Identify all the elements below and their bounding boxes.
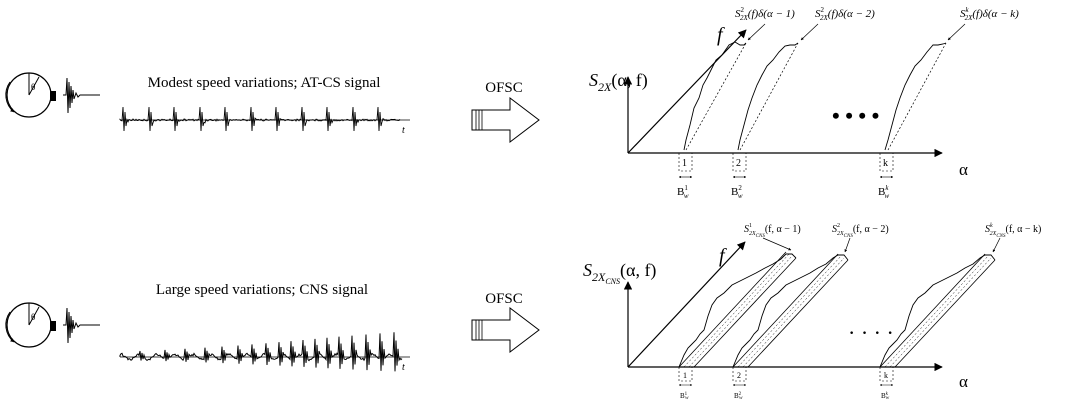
svg-text:1: 1 [682,158,687,169]
svg-text:2: 2 [736,158,741,169]
machine-icon-top: θ [5,72,56,118]
svg-text:k: k [883,158,888,169]
alpha-axis-label-bottom: α [959,372,968,391]
spectral-slice-k-top [884,42,947,151]
frequency-axis-top [627,29,747,154]
ellipsis-bottom: · · · · [848,320,894,345]
ofsc-arrow-top [471,96,540,144]
smeared-slice-1-bottom [678,251,797,368]
frequency-axis-bottom [627,241,746,368]
cns-signal-waveform [119,332,403,372]
y-axis-label-top: S2X(α, f) [589,70,648,94]
impulse-response-top [63,77,100,114]
top-row: θ Modest speed variations; AT-CS signal … [5,6,1019,200]
svg-text:1: 1 [683,371,687,380]
theta-symbol: θ [31,312,35,322]
y-axis-label-bottom: S2XCNS(α, f) [583,260,656,286]
top-signal-label: Modest speed variations; AT-CS signal [148,75,381,91]
frequency-axis-label-bottom: f [719,245,727,267]
time-axis-label-bottom: t [402,362,405,373]
frequency-axis-label-top: f [717,24,725,46]
theta-symbol: θ [31,82,35,92]
time-axis-label-top: t [402,125,405,136]
alpha-axis-label-top: α [959,160,968,179]
smeared-slice-2-bottom [732,253,849,368]
ofsc-label-bottom: OFSC [485,291,523,307]
svg-text:k: k [884,371,888,380]
spectral-slice-1-top [683,41,747,151]
svg-text:2: 2 [737,371,741,380]
impulse-response-bottom [63,307,100,344]
spectral-slice-2-top [737,42,799,151]
ofsc-label-top: OFSC [485,80,523,96]
machine-icon-bottom: θ [5,302,56,348]
ofsc-arrow-bottom [471,306,540,354]
ellipsis-top: • • • • [832,103,879,128]
at-cs-signal-waveform [119,106,401,132]
bottom-row: θ Large speed variations; CNS signal t O… [5,223,1041,401]
smeared-slice-k-bottom [879,253,996,368]
bottom-signal-label: Large speed variations; CNS signal [156,282,368,298]
